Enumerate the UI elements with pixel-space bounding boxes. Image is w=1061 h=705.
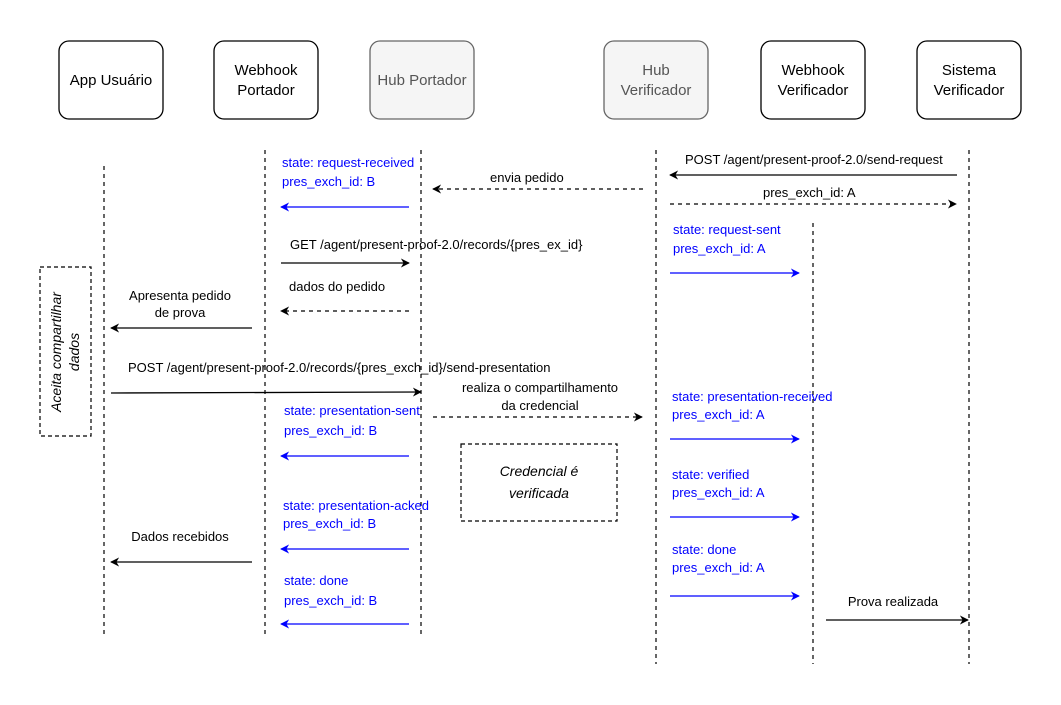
message-send-request: POST /agent/present-proof-2.0/send-reque…: [669, 152, 957, 180]
message-envia-pedido: envia pedido: [432, 170, 643, 194]
message-dados-do-pedido: dados do pedido: [280, 279, 409, 316]
message-realiza-compartilhamento: realiza o compartilhamento da credencial: [433, 380, 643, 422]
state-label: state: presentation-received: [672, 389, 832, 404]
state-done-portador: state: done pres_exch_id: B: [280, 573, 409, 629]
message-label-line2: de prova: [155, 305, 206, 320]
state-label: state: done: [672, 542, 736, 557]
message-label: Prova realizada: [848, 594, 939, 609]
state-request-sent: state: request-sent pres_exch_id: A: [670, 222, 800, 278]
state-verified: state: verified pres_exch_id: A: [670, 467, 800, 522]
state-presentation-received: state: presentation-received pres_exch_i…: [670, 389, 832, 444]
participant-label-line1: Hub: [642, 62, 670, 79]
note-line1: Aceita compartilhar: [48, 291, 64, 413]
participant-label-line2: Portador: [237, 82, 295, 99]
state-id-label: pres_exch_id: A: [673, 241, 766, 256]
state-id-label: pres_exch_id: A: [672, 407, 765, 422]
state-done-verificador: state: done pres_exch_id: A: [670, 542, 800, 601]
participant-app-usuario: App Usuário: [58, 40, 164, 120]
message-label: Dados recebidos: [131, 529, 229, 544]
message-label: envia pedido: [490, 170, 564, 185]
participant-label: Hub Portador: [377, 72, 466, 89]
participant-hub-portador: Hub Portador: [369, 40, 475, 120]
message-label: POST /agent/present-proof-2.0/records/{p…: [128, 360, 551, 375]
state-label: state: presentation-acked: [283, 498, 429, 513]
note-line1: Credencial é: [500, 463, 579, 479]
state-id-label: pres_exch_id: B: [284, 423, 377, 438]
participant-webhook-verificador: Webhook Verificador: [760, 40, 866, 120]
state-label: state: request-sent: [673, 222, 781, 237]
state-label: state: verified: [672, 467, 749, 482]
participant-hub-verificador: Hub Verificador: [603, 40, 709, 120]
message-prova-realizada: Prova realizada: [826, 594, 969, 625]
participant-webhook-portador: Webhook Portador: [213, 40, 319, 120]
message-label: dados do pedido: [289, 279, 385, 294]
message-label: pres_exch_id: A: [763, 185, 856, 200]
participant-label-line2: Verificador: [778, 82, 849, 99]
participant-label-line1: Webhook: [781, 62, 845, 79]
note-credencial-verificada: Credencial é verificada: [460, 443, 618, 522]
note-line2: verificada: [509, 485, 569, 501]
message-dados-recebidos: Dados recebidos: [110, 529, 252, 567]
state-id-label: pres_exch_id: A: [672, 560, 765, 575]
state-id-label: pres_exch_id: B: [282, 174, 375, 189]
state-label: state: done: [284, 573, 348, 588]
state-label: state: request-received: [282, 155, 414, 170]
message-label: POST /agent/present-proof-2.0/send-reque…: [685, 152, 943, 167]
message-label-line1: Apresenta pedido: [129, 288, 231, 303]
state-id-label: pres_exch_id: B: [284, 593, 377, 608]
participant-label-line2: Verificador: [934, 82, 1005, 99]
note-line2: dados: [66, 333, 82, 371]
state-presentation-acked: state: presentation-acked pres_exch_id: …: [280, 498, 429, 554]
message-label-line1: realiza o compartilhamento: [462, 380, 618, 395]
participant-label-line1: Webhook: [234, 62, 298, 79]
participant-label-line1: Sistema: [942, 62, 997, 79]
message-return-pres-exch-id: pres_exch_id: A: [670, 185, 957, 209]
message-label: GET /agent/present-proof-2.0/records/{pr…: [290, 237, 583, 252]
participant-sistema-verificador: Sistema Verificador: [916, 40, 1022, 120]
state-id-label: pres_exch_id: B: [283, 516, 376, 531]
participant-label: App Usuário: [70, 72, 153, 89]
message-send-presentation: POST /agent/present-proof-2.0/records/{p…: [110, 360, 551, 397]
state-request-received: state: request-received pres_exch_id: B: [280, 155, 414, 212]
message-get-records: GET /agent/present-proof-2.0/records/{pr…: [281, 237, 583, 268]
state-label: state: presentation-sent: [284, 403, 420, 418]
participant-label-line2: Verificador: [621, 82, 692, 99]
message-label-line2: da credencial: [501, 398, 578, 413]
state-id-label: pres_exch_id: A: [672, 485, 765, 500]
state-presentation-sent: state: presentation-sent pres_exch_id: B: [280, 403, 420, 461]
message-apresenta-pedido: Apresenta pedido de prova: [110, 288, 252, 333]
note-aceita-compartilhar: Aceita compartilhar dados: [39, 266, 92, 437]
